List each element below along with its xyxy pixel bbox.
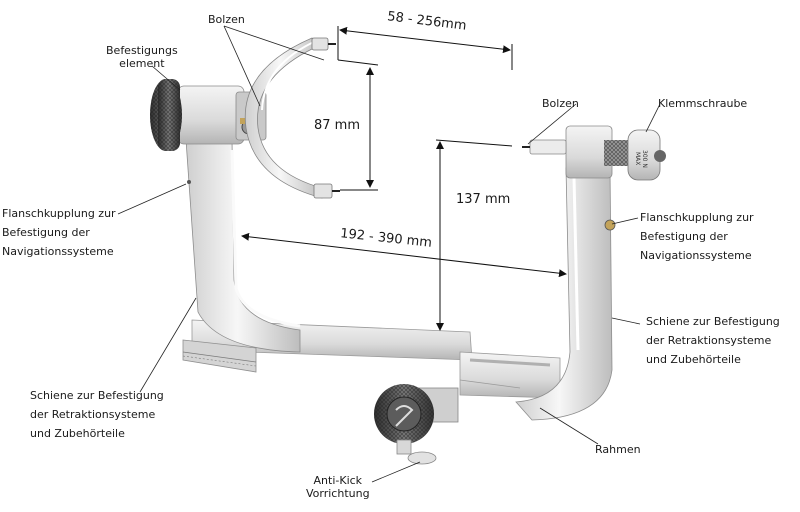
leader-lines	[117, 25, 661, 483]
arc-ring	[244, 37, 340, 199]
right-column	[515, 167, 616, 421]
left-column	[185, 139, 301, 353]
label-flanschkupplung-left: Flanschkupplung zur Befestigung der Navi…	[2, 207, 116, 258]
label-schiene-left: Schiene zur Befestigung der Retraktionsy…	[30, 389, 164, 440]
label-klemmschraube: Klemmschraube	[658, 97, 748, 110]
label-flanschkupplung-right: Flanschkupplung zur Befestigung der Navi…	[640, 211, 754, 262]
anti-kick-knob	[374, 384, 459, 465]
product-marking-2: 300 N	[641, 150, 648, 168]
label-bolzen-top: Bolzen	[208, 13, 245, 26]
right-clamp-head: MAX 300 N	[522, 125, 666, 181]
label-schiene-right: Schiene zur Befestigung der Retraktionsy…	[646, 315, 780, 366]
dimension-arc-height: 87 mm	[314, 118, 361, 133]
label-rahmen: Rahmen	[595, 443, 641, 456]
dimension-lines	[241, 26, 567, 331]
label-bolzen-right: Bolzen	[542, 97, 579, 110]
dimension-frame-height: 137 mm	[456, 192, 511, 207]
product-marking-1: MAX	[634, 152, 641, 165]
label-anti-kick: Anti-Kick Vorrichtung	[306, 474, 370, 500]
label-befestigungselement: Befestigungs element	[106, 44, 178, 70]
